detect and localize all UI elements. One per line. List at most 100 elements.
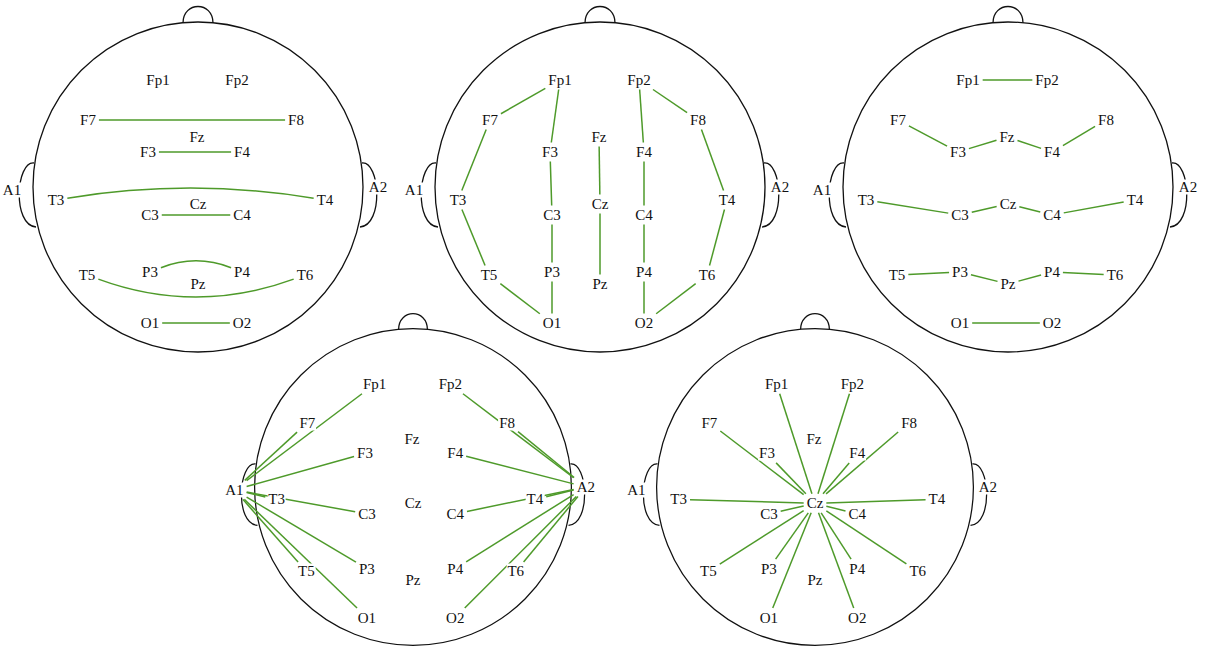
electrode-label: Fp1 <box>955 73 980 88</box>
montage-line <box>643 162 645 206</box>
electrode-label: P4 <box>1043 265 1061 280</box>
montage-line <box>877 202 948 213</box>
montage-line <box>546 490 573 497</box>
electrode-label: T5 <box>78 268 97 283</box>
electrode-label: F3 <box>541 145 559 160</box>
electrode-label: F8 <box>498 415 516 430</box>
montage-line <box>969 140 997 148</box>
electrode-label: F3 <box>949 145 967 160</box>
electrode-label: F3 <box>139 145 157 160</box>
electrode-label: P4 <box>446 561 464 576</box>
electrode-label: O1 <box>759 610 779 625</box>
electrode-label: A1 <box>2 183 22 198</box>
montage-line <box>161 261 231 268</box>
montage-line <box>1063 126 1095 145</box>
montage-line <box>701 130 723 191</box>
montage-line <box>908 273 949 275</box>
electrode-label: Pz <box>1000 277 1017 292</box>
electrode-label: C3 <box>759 506 779 521</box>
electrode-label: T3 <box>669 492 688 507</box>
electrode-label: O1 <box>950 316 970 331</box>
montage-line <box>972 322 1040 324</box>
montage-line <box>465 497 577 609</box>
electrode-label: Pz <box>190 277 207 292</box>
electrode-label: F7 <box>298 415 316 430</box>
electrode-label: T5 <box>480 268 499 283</box>
electrode-label: F4 <box>1043 145 1061 160</box>
electrode-label: T4 <box>1126 193 1145 208</box>
electrode-label: F7 <box>79 113 97 128</box>
electrode-label: P3 <box>760 561 778 576</box>
electrode-label: C3 <box>542 208 562 223</box>
montage-line <box>826 432 898 494</box>
montage-line <box>983 79 1033 81</box>
montage-line <box>643 282 645 314</box>
electrode-label: F4 <box>446 446 464 461</box>
electrode-label: O2 <box>445 610 465 625</box>
montage-line <box>971 275 998 282</box>
montage-line <box>463 394 574 478</box>
electrode-label: Fp2 <box>840 377 865 392</box>
electrode-label: Fp2 <box>438 377 463 392</box>
electrode-label: T3 <box>47 193 66 208</box>
electrode-label: Cz <box>591 197 610 212</box>
electrode-label: T5 <box>888 268 907 283</box>
montage-line <box>245 432 297 480</box>
electrode-label: T5 <box>699 564 718 579</box>
electrode-label: Fp1 <box>362 377 387 392</box>
electrode-label: F7 <box>700 415 718 430</box>
electrode-label: Fz <box>404 432 421 447</box>
electrode-label: O2 <box>1042 316 1062 331</box>
montage-line <box>159 151 231 153</box>
electrode-label: T4 <box>526 492 545 507</box>
electrode-label: F3 <box>758 446 776 461</box>
electrode-label: P3 <box>951 265 969 280</box>
montage-line <box>690 500 804 503</box>
electrode-label: T6 <box>1106 268 1125 283</box>
montage-line <box>972 207 997 213</box>
electrode-label: A1 <box>224 482 244 497</box>
montage-line <box>643 225 645 263</box>
electrode-label: F8 <box>900 415 918 430</box>
electrode-label: P4 <box>848 561 866 576</box>
electrode-label: Pz <box>592 277 609 292</box>
electrode-label: F8 <box>689 113 707 128</box>
electrode-label: T6 <box>908 564 927 579</box>
montage-line <box>243 499 298 562</box>
montage-line <box>162 322 230 324</box>
electrode-label: O1 <box>357 610 377 625</box>
montage-line <box>781 506 804 511</box>
electrode-label: Fz <box>999 130 1016 145</box>
montage-line <box>1019 275 1042 281</box>
montage-line <box>500 284 539 314</box>
head-outline <box>19 7 377 353</box>
montage-line <box>826 506 845 511</box>
montage-line <box>501 88 545 113</box>
montage-line <box>1019 207 1040 212</box>
montage-line <box>99 119 285 121</box>
montage-line <box>826 500 925 503</box>
montage-line <box>551 90 558 143</box>
montage-line <box>823 463 849 494</box>
head-outline <box>241 314 584 646</box>
montage-line <box>247 456 354 486</box>
electrode-label: T4 <box>316 193 335 208</box>
electrode-label: Fp2 <box>626 73 651 88</box>
montage-line <box>710 210 725 266</box>
montage-line <box>720 431 803 495</box>
montage-line <box>599 214 601 275</box>
electrode-label: C4 <box>634 208 654 223</box>
electrode-label: T6 <box>698 268 717 283</box>
electrode-label: Fz <box>806 432 823 447</box>
electrode-label: Fp2 <box>1034 73 1059 88</box>
electrode-label: A2 <box>1178 180 1198 195</box>
electrode-label: Cz <box>404 496 423 511</box>
electrode-label: T3 <box>449 193 468 208</box>
electrode-label: Cz <box>999 197 1018 212</box>
electrode-label: T5 <box>297 564 316 579</box>
montage-line <box>640 90 644 143</box>
electrode-label: F7 <box>889 113 907 128</box>
